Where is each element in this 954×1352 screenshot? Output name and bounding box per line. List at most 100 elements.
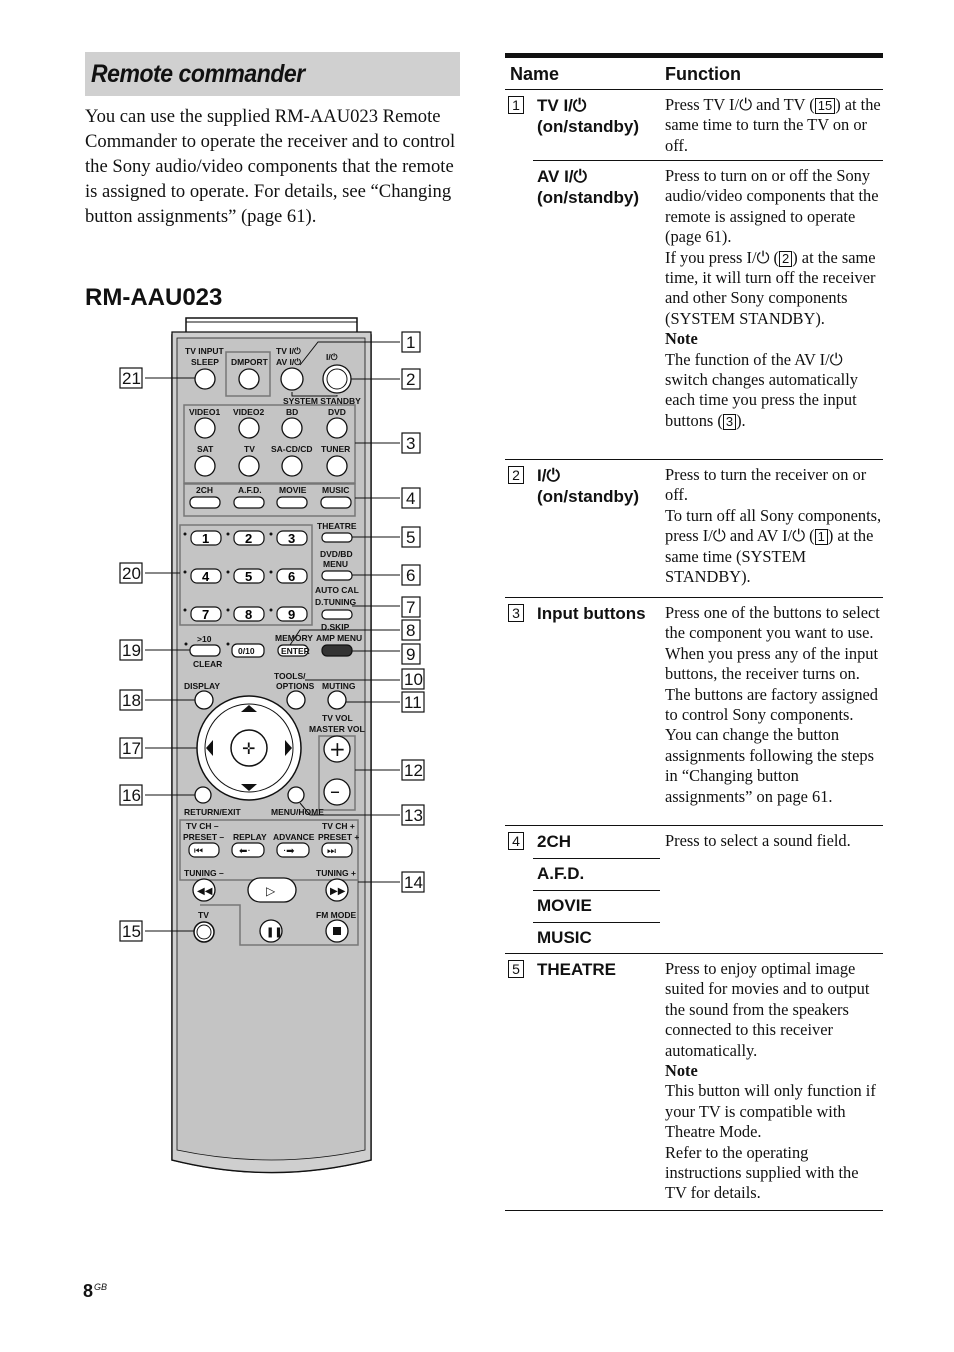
next-button[interactable] [321, 842, 353, 858]
dmport-button[interactable] [238, 368, 260, 390]
number-button-7[interactable] [190, 606, 222, 622]
callout-box-8 [401, 619, 421, 641]
av-power-button[interactable] [280, 367, 304, 391]
theatre-button[interactable] [321, 532, 353, 543]
number-button-9[interactable] [276, 606, 308, 622]
number-label-3: 3 [288, 531, 295, 546]
bd-label: BD [286, 407, 298, 417]
stop-icon [333, 927, 341, 935]
callout-box-2 [401, 368, 421, 390]
dpad-right-icon[interactable] [285, 740, 292, 756]
callout-box-12 [401, 759, 425, 781]
dpad-left-icon[interactable] [206, 740, 213, 756]
page-language-code: GB [94, 1282, 108, 1292]
row-name: Input buttons [537, 604, 646, 623]
display-button[interactable] [194, 690, 214, 710]
bd-button[interactable] [281, 417, 303, 439]
menu-home-button[interactable] [287, 786, 305, 804]
video2-button[interactable] [238, 417, 260, 439]
music-button[interactable] [320, 496, 352, 509]
next-icon: ⏭ [327, 846, 336, 857]
dvdbd-menu-button[interactable] [321, 570, 353, 581]
number-label-8: 8 [245, 607, 252, 622]
rewind-button[interactable] [192, 878, 216, 902]
enter-button[interactable] [277, 644, 309, 657]
sacd-button[interactable] [281, 455, 303, 477]
tools-button[interactable] [286, 690, 306, 710]
number-dot [184, 642, 188, 646]
number-dot [226, 532, 230, 536]
row-number: 5 [508, 960, 524, 978]
d-tuning-label: D.TUNING [315, 597, 356, 607]
number-button-4[interactable] [190, 568, 222, 584]
amp-menu-button[interactable] [321, 644, 353, 657]
callout-number-21: 21 [122, 369, 141, 388]
volume-up-button[interactable] [323, 735, 351, 763]
number-label-7: 7 [202, 607, 209, 622]
replay-label: REPLAY [233, 832, 267, 842]
table-header: Name Function [505, 58, 883, 90]
pause-button[interactable] [259, 919, 283, 943]
dpad-up-icon[interactable] [241, 705, 257, 712]
advance-button[interactable] [276, 842, 310, 858]
replay-button[interactable] [231, 842, 265, 858]
inline-callout-1: 1 [814, 529, 828, 546]
gt10-button[interactable] [189, 644, 221, 657]
volume-down-button[interactable] [323, 778, 351, 806]
number-dot [226, 642, 230, 646]
tuner-button[interactable] [326, 455, 348, 477]
callout-number-14: 14 [404, 873, 423, 892]
dpad-down-icon[interactable] [241, 784, 257, 791]
prev-button[interactable] [188, 842, 220, 858]
callout-number-10: 10 [404, 670, 423, 689]
row-function: Press to turn the receiver on or off.To … [665, 465, 882, 587]
d-skip-label: D.SKIP [321, 622, 350, 632]
number-dot [269, 570, 273, 574]
sleep-label: SLEEP [191, 357, 219, 367]
number-button-8[interactable] [233, 606, 265, 622]
table-row: AV I/⏻(on/standby)Press to turn on or of… [505, 161, 883, 460]
callout-box-9 [401, 643, 421, 665]
row-function: Press one of the buttons to select the c… [665, 603, 880, 806]
number-label-9: 9 [288, 607, 295, 622]
theatre-label: THEATRE [317, 521, 357, 531]
number-button-6[interactable] [276, 568, 308, 584]
number-dot [226, 608, 230, 612]
dvd-button[interactable] [326, 417, 348, 439]
video1-button[interactable] [194, 417, 216, 439]
dmport-label: DMPORT [231, 357, 269, 367]
callout-box-6 [401, 564, 421, 586]
number-button-5[interactable] [233, 568, 265, 584]
movie-button[interactable] [276, 496, 308, 509]
dpad-center-button[interactable] [230, 729, 268, 767]
sleep-button[interactable] [194, 368, 216, 390]
callout-box-20 [119, 562, 143, 584]
number-label-1: 1 [202, 531, 209, 546]
fast-forward-button[interactable] [325, 878, 349, 902]
tv-button[interactable] [238, 455, 260, 477]
callout-number-15: 15 [122, 922, 141, 941]
input-buttons-row2 [194, 455, 348, 477]
callout-number-4: 4 [406, 489, 415, 508]
tuning-plus-label: TUNING + [316, 868, 356, 878]
zero10-button[interactable] [231, 643, 265, 658]
2ch-button[interactable] [189, 496, 221, 509]
muting-button[interactable] [327, 690, 347, 710]
d-tuning-button[interactable] [321, 609, 353, 620]
row-function: Press to select a sound field. [665, 831, 851, 850]
number-button-1[interactable] [190, 530, 222, 546]
play-icon: ▷ [266, 884, 276, 898]
number-button-3[interactable] [276, 530, 308, 546]
number-button-2[interactable] [233, 530, 265, 546]
dvdbd-menu-label: MENU [323, 559, 348, 569]
afd-button[interactable] [233, 496, 265, 509]
section-title-bar: Remote commander [85, 52, 460, 96]
play-button[interactable] [247, 877, 297, 903]
return-button[interactable] [194, 786, 212, 804]
row-name: A.F.D. [537, 864, 585, 883]
page-number-value: 8 [83, 1281, 94, 1301]
callout-box-14 [401, 871, 425, 893]
sat-button[interactable] [194, 455, 216, 477]
